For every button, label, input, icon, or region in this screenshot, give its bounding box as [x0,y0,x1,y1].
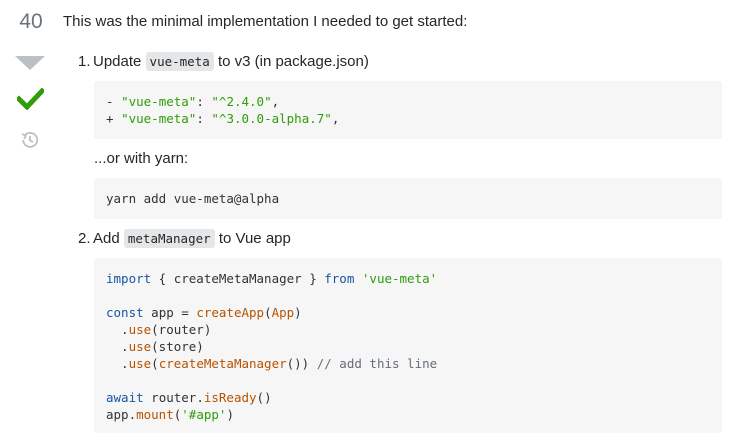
accepted-check-icon [17,88,44,110]
vote-count: 40 [19,10,43,33]
downvote-arrow-icon[interactable] [15,56,45,70]
code-line-import: import { createMetaManager } from 'vue-m… [106,271,438,286]
yarn-code-block: yarn add vue-meta@alpha [94,178,722,219]
step-2-number: 2. [78,230,91,247]
code-line-const: const app = createApp(App) [106,305,302,320]
answer-intro: This was the minimal implementation I ne… [63,13,468,30]
step-1-prefix: Update [93,53,142,70]
history-icon[interactable] [21,131,39,149]
code-line-use-router: .use(router) [106,322,212,337]
diff-code-block: - "vue-meta": "^2.4.0", + "vue-meta": "^3… [94,81,722,139]
step-1-number: 1. [78,53,91,70]
code-line-mount: app.mount('#app') [106,407,234,422]
yarn-command: yarn add vue-meta@alpha [106,191,280,206]
diff-line-removed: - "vue-meta": "^2.4.0", [106,94,280,109]
app-code-block: import { createMetaManager } from 'vue-m… [94,258,722,433]
step-2-suffix: to Vue app [218,230,291,247]
code-line-use-store: .use(store) [106,339,204,354]
diff-line-added: + "vue-meta": "^3.0.0-alpha.7", [106,111,340,126]
inline-code-vue-meta: vue-meta [145,52,214,71]
code-line-use-meta-manager: .use(createMetaManager()) // add this li… [106,356,438,371]
step-2-prefix: Add [93,230,120,247]
or-with-yarn-text: ...or with yarn: [94,150,189,167]
step-1-text: Update vue-meta to v3 (in package.json) [93,52,369,71]
code-line-await: await router.isReady() [106,390,272,405]
inline-code-metamanager: metaManager [123,229,215,248]
step-1-suffix: to v3 (in package.json) [217,53,369,70]
step-2-text: Add metaManager to Vue app [93,229,291,248]
